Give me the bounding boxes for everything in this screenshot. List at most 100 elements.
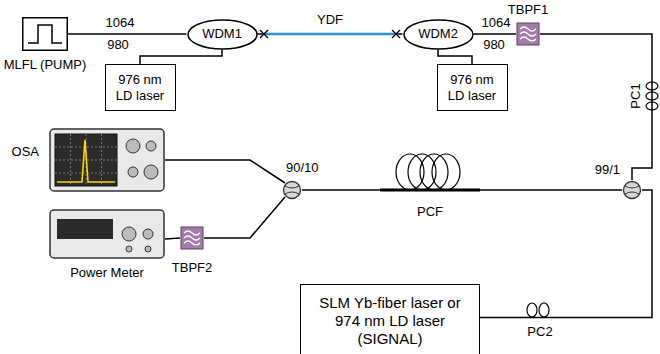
instrument-knob	[146, 141, 156, 151]
pulse-symbol	[28, 25, 62, 43]
screen-grid	[101, 134, 102, 186]
node-label: WDM1	[202, 26, 242, 42]
shape-outline	[380, 150, 480, 200]
instrument-knob	[144, 165, 158, 179]
splice-stroke	[392, 30, 400, 38]
fiber-link	[438, 50, 472, 65]
icon-frame	[23, 18, 68, 51]
pcf-fiber	[380, 189, 480, 192]
spectrum-peak	[57, 140, 115, 182]
wdm-coupler: WDM2	[403, 19, 474, 50]
fiber-link	[165, 238, 180, 239]
signal-laser-box: SLM Yb-fiber laser or 974 nm LD laser (S…	[300, 284, 480, 354]
shape-outline	[49, 209, 165, 259]
filter-wave	[184, 236, 200, 240]
instrument-display	[57, 219, 113, 239]
port-label: YDF	[317, 12, 343, 28]
splice-mark	[260, 30, 400, 38]
pc-loop	[646, 82, 658, 90]
instrument-body	[50, 129, 164, 191]
fiber-link	[140, 50, 222, 65]
shape-outline	[22, 17, 68, 51]
node-label: MLFL (PUMP)	[4, 57, 87, 73]
ydf-fiber	[264, 33, 396, 36]
laser-diode-box: 976 nm LD laser	[437, 64, 508, 111]
pc-loop	[539, 303, 549, 317]
polarization-controller	[646, 82, 658, 110]
power-meter: Power Meter	[49, 209, 165, 259]
fiber-link	[258, 33, 403, 35]
filter-wave	[184, 231, 200, 235]
ellipse-outline	[188, 20, 257, 49]
pc-loop	[646, 102, 658, 110]
pc-loop	[527, 303, 537, 317]
instrument-knob	[126, 139, 140, 153]
node-label: SLM Yb-fiber laser or 974 nm LD laser (S…	[315, 294, 465, 348]
fiber-loop	[432, 154, 460, 190]
instrument-screen	[55, 134, 117, 186]
laser-diode-box: 976 nm LD laser	[105, 64, 176, 111]
node-label: TBPF2	[172, 260, 212, 276]
splice-stroke	[392, 30, 400, 38]
ellipse-outline	[404, 20, 473, 49]
bandpass-filter: TBPF2	[180, 226, 204, 250]
fiber-link	[204, 197, 285, 238]
fiber-link	[480, 190, 652, 318]
port-label: 980	[483, 37, 505, 53]
fiber-loop	[420, 154, 448, 190]
polarization-controller	[527, 303, 549, 317]
node-label: 976 nm LD laser	[112, 72, 168, 103]
fiber-link	[540, 34, 652, 180]
filter-wave	[520, 27, 536, 31]
screen-grid	[70, 134, 71, 186]
coupler-fibers	[285, 186, 299, 194]
node-label: TBPF1	[508, 2, 548, 18]
instrument-knob	[145, 246, 151, 252]
shape-outline	[180, 226, 204, 250]
fiber-link	[302, 189, 380, 191]
shape-outline	[49, 128, 165, 192]
fiber-link	[474, 33, 517, 35]
coupler-body	[284, 182, 301, 199]
splice-stroke	[260, 30, 268, 38]
wdm-coupler: WDM1	[187, 19, 258, 50]
instrument-knob	[143, 229, 153, 239]
fiber-coupler: 99/1	[622, 180, 642, 200]
instrument-knob	[122, 227, 136, 241]
node-label: WDM2	[418, 26, 458, 42]
pump-laser: MLFL (PUMP)	[22, 17, 68, 51]
fiber-coupler: 90/10	[282, 180, 302, 200]
port-label: PC1	[628, 83, 644, 108]
node-label: 976 nm LD laser	[444, 72, 500, 103]
node-label: 99/1	[595, 162, 620, 178]
instrument-body	[50, 210, 164, 258]
filter-wave	[520, 32, 536, 36]
filter-wave	[520, 37, 536, 41]
node-label: PCF	[417, 204, 443, 220]
port-label: PC2	[527, 324, 552, 340]
filter-body	[181, 227, 203, 249]
node-label: Power Meter	[70, 265, 144, 281]
fiber-link	[68, 33, 187, 35]
instrument-knob	[126, 246, 132, 252]
node-label: OSA	[12, 144, 39, 160]
shape-outline	[282, 180, 302, 200]
shape-outline	[622, 180, 642, 200]
filter-body	[517, 23, 539, 45]
node-label: 90/10	[286, 160, 319, 176]
coupler-fibers	[625, 186, 639, 194]
fiber-link	[165, 160, 285, 183]
spectrum-analyzer: OSA	[49, 128, 165, 192]
pc-loop	[646, 92, 658, 100]
port-label: 1064	[106, 15, 135, 31]
shape-outline	[516, 22, 540, 46]
filter-wave	[184, 241, 200, 245]
coupler-body	[624, 182, 641, 199]
screen-grid	[55, 173, 117, 174]
bandpass-filter: TBPF1	[516, 22, 540, 46]
instrument-knob	[128, 167, 138, 177]
port-label: 980	[107, 37, 129, 53]
fiber-link	[480, 189, 622, 191]
splice-stroke	[260, 30, 268, 38]
